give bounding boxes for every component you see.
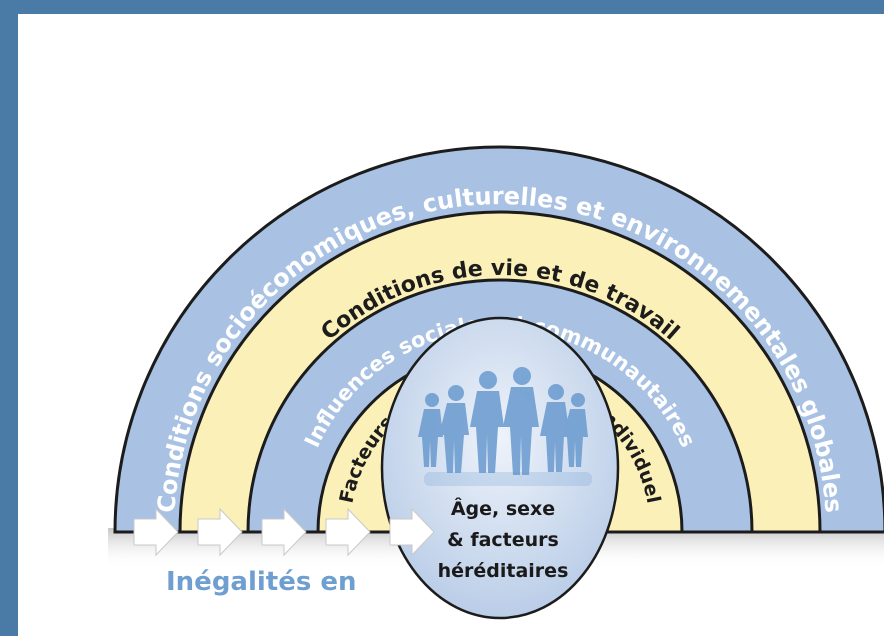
arrow-icon [389, 507, 435, 557]
core-line-1: Âge, sexe [451, 497, 555, 520]
people-reflection [424, 472, 592, 486]
arrow-icon [197, 507, 243, 557]
core-line-2: & facteurs [447, 529, 559, 551]
inequality-label: Inégalités en [166, 567, 357, 597]
inequality-arrows [133, 507, 435, 557]
arrow-icon [261, 507, 307, 557]
arrow-icon [133, 507, 179, 557]
arrow-icon [325, 507, 371, 557]
core-line-3: héréditaires [438, 560, 569, 582]
people-icon [418, 367, 588, 475]
